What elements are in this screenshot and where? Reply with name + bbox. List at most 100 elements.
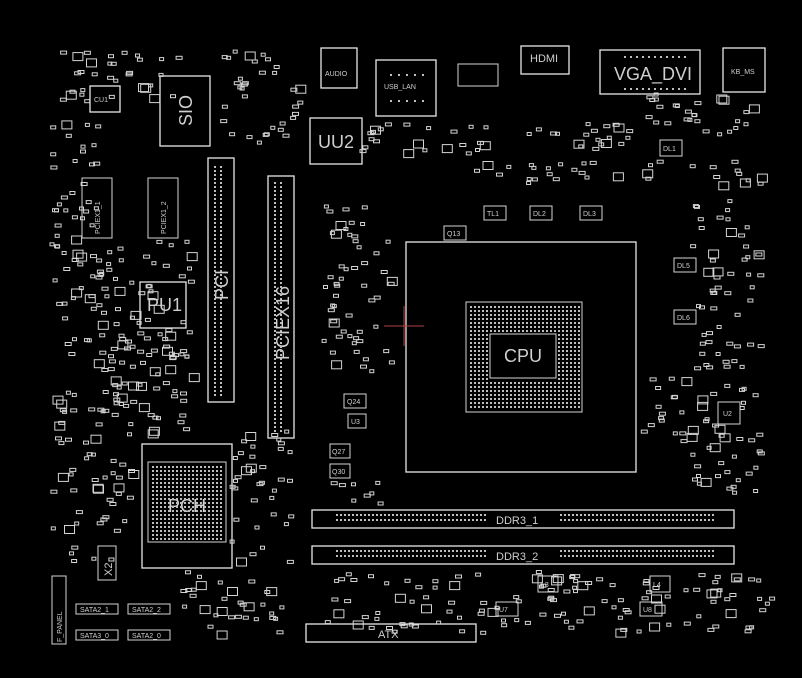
component-outline (482, 161, 494, 170)
component-outline (324, 620, 331, 625)
component-outline (287, 450, 293, 455)
solder-pad (152, 494, 154, 496)
component-outline (239, 602, 247, 607)
solder-pad (474, 382, 476, 384)
solder-pad (214, 170, 216, 172)
solder-pad (558, 310, 560, 312)
solder-pad (518, 326, 520, 328)
component-outline (383, 349, 390, 354)
component-outline (91, 556, 97, 561)
solder-pad (538, 326, 540, 328)
component-outline (290, 87, 298, 92)
component-outline (101, 286, 109, 291)
solder-pad (200, 502, 202, 504)
u2-chip: U2 (717, 401, 741, 425)
component-outline (756, 449, 763, 454)
component-outline (690, 452, 696, 457)
component-outline (480, 600, 488, 605)
component-outline (110, 61, 117, 66)
component-outline (714, 574, 721, 579)
solder-pad (474, 318, 476, 320)
component-outline (183, 427, 191, 432)
solder-pad (478, 378, 480, 380)
solder-pad (220, 382, 222, 384)
component-outline (725, 228, 737, 237)
solder-pad (470, 346, 472, 348)
solder-pad (440, 555, 442, 557)
component-outline (371, 129, 376, 134)
solder-pad (176, 498, 178, 500)
solder-pad (214, 354, 216, 356)
solder-pad (632, 550, 634, 552)
solder-pad (534, 318, 536, 320)
component-outline (227, 587, 238, 596)
sata-2-2: SATA2_2 (127, 603, 171, 615)
solder-pad (490, 330, 492, 332)
component-outline (259, 465, 267, 470)
component-outline (679, 431, 687, 436)
hdmi-connector: HDMI (520, 45, 570, 75)
solder-pad (168, 486, 170, 488)
dl2-label: DL2 (533, 211, 546, 218)
solder-pad (554, 314, 556, 316)
solder-pad (274, 222, 276, 224)
solder-pad (632, 519, 634, 521)
solder-pad (172, 494, 174, 496)
solder-pad (216, 538, 218, 540)
solder-pad (432, 514, 434, 516)
component-outline (741, 257, 748, 262)
solder-pad (568, 550, 570, 552)
component-outline (409, 599, 415, 604)
component-outline (699, 305, 705, 310)
solder-pad (470, 350, 472, 352)
solder-pad (274, 262, 276, 264)
dl1-led: DL1 (659, 139, 683, 157)
component-outline (75, 510, 83, 515)
solder-pad (560, 519, 562, 521)
component-outline (90, 254, 97, 259)
solder-pad (212, 470, 214, 472)
component-outline (88, 407, 96, 412)
solder-pad (578, 306, 580, 308)
component-outline (380, 270, 388, 274)
solder-pad (208, 506, 210, 508)
sio-label: SIO (176, 95, 196, 126)
solder-pad (530, 306, 532, 308)
component-outline (703, 363, 710, 367)
solder-pad (372, 555, 374, 557)
solder-pad (204, 538, 206, 540)
solder-pad (176, 490, 178, 492)
solder-pad (280, 342, 282, 344)
component-outline (603, 124, 611, 129)
solder-pad (514, 386, 516, 388)
solder-pad (538, 306, 540, 308)
component-outline (653, 97, 659, 102)
solder-pad (340, 514, 342, 516)
solder-pad (192, 510, 194, 512)
solder-pad (470, 306, 472, 308)
solder-pad (274, 358, 276, 360)
solder-pad (562, 318, 564, 320)
solder-pad (156, 530, 158, 532)
solder-pad (704, 514, 706, 516)
solder-pad (388, 514, 390, 516)
component-outline (101, 310, 107, 315)
component-outline (233, 517, 240, 522)
solder-pad (700, 514, 702, 516)
solder-pad (486, 394, 488, 396)
solder-pad (562, 406, 564, 408)
solder-pad (280, 226, 282, 228)
solder-pad (664, 555, 666, 557)
solder-pad (704, 555, 706, 557)
solder-pad (518, 390, 520, 392)
solder-pad (640, 550, 642, 552)
component-outline (353, 349, 360, 354)
solder-pad (534, 406, 536, 408)
solder-pad (220, 354, 222, 356)
solder-pad (448, 519, 450, 521)
solder-pad (172, 486, 174, 488)
component-outline (361, 261, 369, 266)
solder-pad (678, 56, 680, 58)
solder-pad (274, 338, 276, 340)
solder-pad (566, 330, 568, 332)
